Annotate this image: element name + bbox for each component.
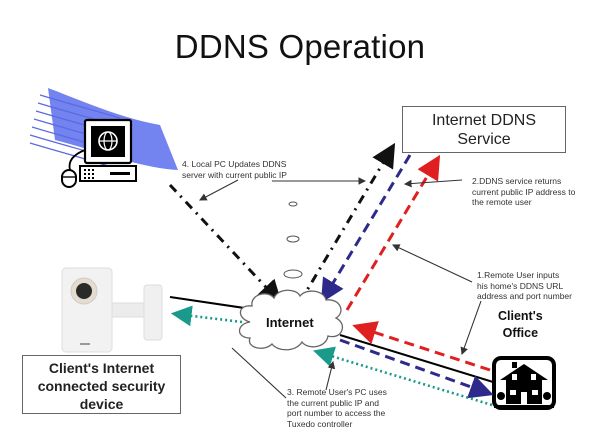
client-device-label-line1: Client's Internet (48, 360, 155, 376)
client-office-label-line2: Office (502, 326, 539, 340)
internet-to-camera-teal-path (170, 305, 243, 327)
step2-line2: current public IP address to (472, 186, 576, 197)
step3-leader (231, 347, 287, 399)
ddns-service-label-line2: Service (457, 131, 511, 148)
diagram-title: DDNS Operation (174, 28, 426, 65)
step1-line1: 1.Remote User inputs (477, 270, 560, 280)
step2-line1: 2.DDNS service returns (472, 176, 562, 186)
step2-annotation: 2.DDNS service returns current public IP… (472, 176, 575, 208)
step4-line2: server with current public IP (182, 169, 287, 180)
internet-to-ddns-red-path (345, 154, 441, 311)
client-device-label-line3: device (79, 396, 124, 412)
step4-pointer (199, 179, 239, 201)
house-icon (492, 356, 556, 410)
office-to-internet-red-path (352, 321, 491, 372)
step1-line2: his home's DDNS URL (477, 280, 564, 291)
step3-annotation: 3. Remote User's PC uses the current pub… (287, 387, 387, 429)
thought-bubbles (283, 201, 303, 279)
step1-pointer (392, 244, 473, 283)
client-office-label-line1: Client's (498, 309, 543, 323)
internet-to-office-line (339, 334, 494, 383)
office-to-internet-teal-path (313, 346, 493, 407)
security-camera-icon (61, 267, 163, 353)
step3-line3: port number to access the (287, 408, 386, 418)
step3-line4: Tuxedo controller (287, 418, 353, 429)
local-pc-to-internet-path (168, 183, 283, 305)
internet-to-office-blue-path (339, 338, 494, 399)
step4-annotation: 4. Local PC Updates DDNS server with cur… (182, 159, 287, 180)
internet-cloud-label: Internet (266, 315, 314, 330)
client-office-label: Client's Office (498, 308, 543, 342)
step2-line3: the remote user (472, 197, 532, 207)
step4-line1: 4. Local PC Updates DDNS (182, 159, 287, 169)
step1-pointer-2 (460, 300, 482, 356)
ddns-service-label-line1: Internet DDNS (431, 112, 537, 129)
local-pc-icon (29, 88, 178, 188)
step1-line3: address and port number (477, 291, 572, 301)
client-device-label-line2: connected security (37, 378, 166, 394)
internet-cloud-icon (238, 289, 344, 351)
ddns-service-box: Internet DDNS Service (402, 106, 566, 153)
step3-line1: 3. Remote User's PC uses (287, 387, 387, 397)
client-device-box: Client's Internet connected security dev… (22, 355, 181, 414)
ddns-return-path (320, 154, 412, 304)
step1-annotation: 1.Remote User inputs his home's DDNS URL… (477, 270, 572, 302)
step2-pointer (403, 179, 463, 188)
step3-pointer (325, 360, 336, 391)
step3-line2: the current public IP and (287, 397, 379, 408)
internet-to-ddns-path (298, 142, 396, 303)
